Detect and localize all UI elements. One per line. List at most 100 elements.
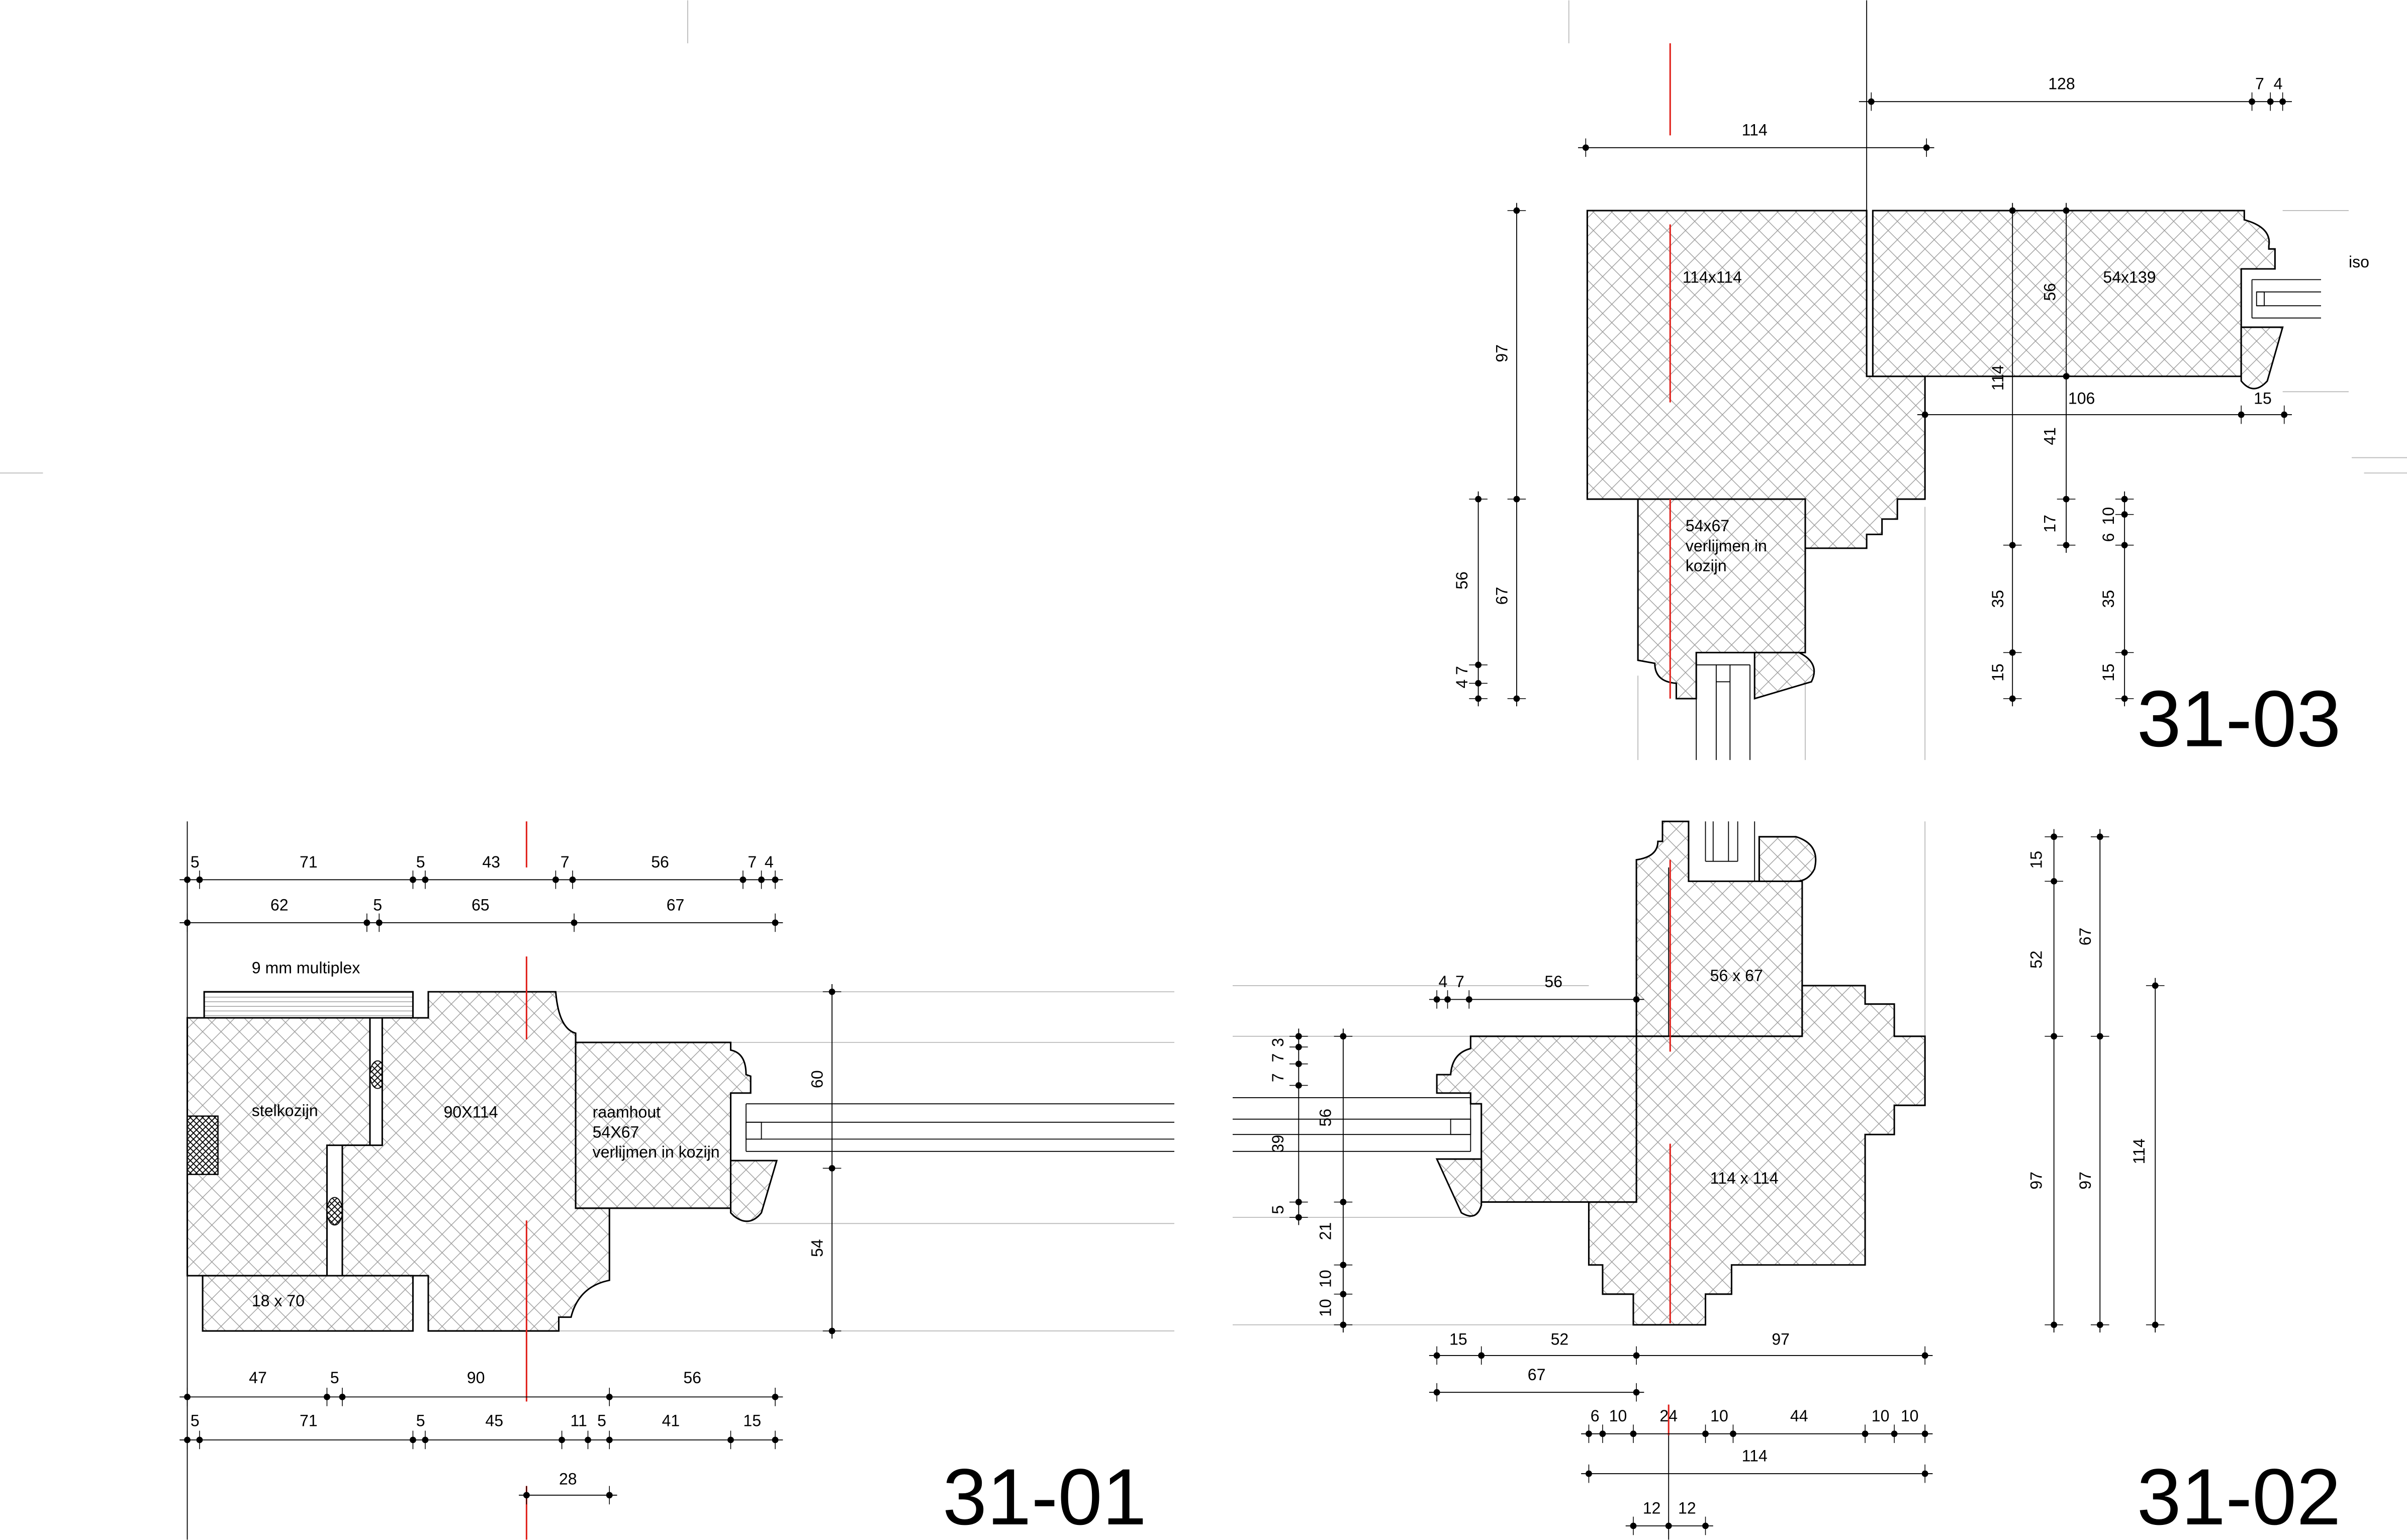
dimension-label: 39 (1269, 1135, 1287, 1153)
dimension-label: 67 (2076, 927, 2094, 945)
dimension-label: 97 (2076, 1172, 2094, 1190)
dimension-label: 41 (2041, 427, 2059, 445)
dimension-label: 4 7 (1453, 666, 1471, 689)
dimension-label: 10 (1872, 1407, 1890, 1425)
board-18x70 (202, 1275, 414, 1332)
dimension-label: 4 (1438, 973, 1447, 991)
dimension-label: 128 (2048, 75, 2075, 93)
dimension-label: 56 (1544, 973, 1562, 991)
dimension-label: 3 (1269, 1038, 1287, 1047)
dimension-label: 15 (1449, 1330, 1467, 1349)
detail-31-02: 56 x 67 114 x 114 31-02 (1233, 820, 2341, 1540)
material-label: 56 x 67 (1710, 967, 1763, 985)
dimension-label: 6 (2099, 533, 2117, 542)
dimension-label: 5 (191, 1411, 200, 1429)
dimension-label: 56 (1453, 571, 1471, 590)
material-label: stelkozijn (252, 1102, 318, 1120)
material-label: 9 mm multiplex (252, 959, 360, 977)
dimension-label: 67 (667, 896, 685, 914)
dimension-label: 5 (373, 896, 382, 914)
material-label: 54x139 (2103, 268, 2156, 286)
detail-title: 31-01 (943, 1452, 1147, 1540)
dimension-label: 114 (1989, 365, 2007, 391)
dimension-label: 7 (1269, 1073, 1287, 1082)
glazing-bead (729, 1160, 778, 1222)
dimension-label: 90 (467, 1369, 485, 1387)
dimension-label: 15 (2254, 390, 2272, 408)
dimension-label: 114 (1742, 121, 1768, 139)
dimension-label: 15 (2027, 851, 2045, 869)
dimension-label: 11 (571, 1411, 587, 1429)
dimension-label: 62 (270, 896, 289, 914)
sash-bead (1753, 651, 1815, 700)
dimension-label: 10 (2099, 507, 2117, 525)
seal-block (187, 1115, 219, 1175)
dimension-label: 44 (1790, 1407, 1808, 1425)
dimension-label: 6 (1591, 1407, 1600, 1425)
dimension-label: 12 (1678, 1499, 1696, 1517)
dimension-label: 5 (191, 853, 200, 871)
dimension-label: 15 (2099, 663, 2117, 682)
material-label: kozijn (1686, 557, 1727, 575)
material-label: verlijmen in (1686, 537, 1767, 555)
glazing-bead (1435, 1158, 1483, 1217)
dimension-label: 10 (1316, 1270, 1334, 1288)
dimension-label: 45 (485, 1411, 503, 1429)
sash-raamhout (575, 1041, 752, 1209)
stelkozijn (187, 1017, 371, 1277)
dimension-label: 97 (2027, 1172, 2045, 1190)
dimension-label: 5 (597, 1411, 606, 1429)
dimension-label: 7 (2255, 75, 2264, 93)
seal-strip (326, 1197, 343, 1226)
material-label: 54x67 (1686, 517, 1729, 535)
dimension-label: 21 (1316, 1222, 1334, 1240)
detail-title: 31-03 (2137, 674, 2341, 763)
glass-section (1696, 664, 1750, 760)
dimension-label: 41 (662, 1411, 680, 1429)
dimension-label: 106 (2068, 390, 2095, 408)
dimension-label: 7 (748, 853, 757, 871)
detail-31-01: 9 mm multiplex stelkozijn 90X114 raamhou… (187, 821, 1174, 1540)
material-label: 90X114 (443, 1103, 498, 1121)
dimension-label: 5 (416, 853, 425, 871)
dimension-label: 10 (1609, 1407, 1627, 1425)
dimension-label: 24 (1659, 1407, 1678, 1425)
dimension-label: 10 (1901, 1407, 1919, 1425)
frame-114x114 (1588, 985, 1926, 1326)
glass-section (1233, 1097, 1471, 1152)
dimension-label: 56 (651, 853, 669, 871)
frame-54x139 (1872, 210, 2276, 377)
dimension-label: 12 (1643, 1499, 1661, 1517)
dimension-label: 5 (416, 1411, 425, 1429)
dimension-label: 65 (472, 896, 490, 914)
glass-section (746, 1103, 1174, 1152)
dimension-label: 97 (1772, 1330, 1790, 1349)
dimension-label: 35 (2099, 590, 2117, 608)
dimension-label: 56 (1316, 1109, 1334, 1127)
dimension-label: 56 (2041, 283, 2059, 301)
dimension-label: 43 (482, 853, 500, 871)
dimension-label: 71 (300, 1411, 318, 1429)
dimension-label: 52 (2027, 950, 2045, 969)
dimension-label: 71 (300, 853, 318, 871)
bead-54x139 (2240, 326, 2284, 390)
material-label: iso (2349, 253, 2369, 271)
dimension-label: 17 (2041, 515, 2059, 533)
dimension-label: 60 (808, 1070, 826, 1088)
material-label: 18 x 70 (252, 1292, 305, 1310)
crop-marks (0, 0, 2407, 474)
glazing-bead (1758, 836, 1817, 882)
material-label: 114 x 114 (1710, 1169, 1779, 1187)
dimension-label: 47 (249, 1369, 267, 1387)
dimension-label: 7 (561, 853, 570, 871)
dimension-label: 4 (2274, 75, 2283, 93)
sash-side (1436, 1035, 1637, 1203)
dimension-label: 15 (1989, 663, 2007, 682)
detail-31-03: 114x114 54x139 54x67 verlijmen in kozijn… (1586, 0, 2407, 763)
dimension-label: 56 (683, 1369, 701, 1387)
sash-54x67 (1637, 498, 1806, 700)
dimension-label: 28 (559, 1470, 577, 1488)
dimension-label: 7 (1269, 1053, 1287, 1063)
